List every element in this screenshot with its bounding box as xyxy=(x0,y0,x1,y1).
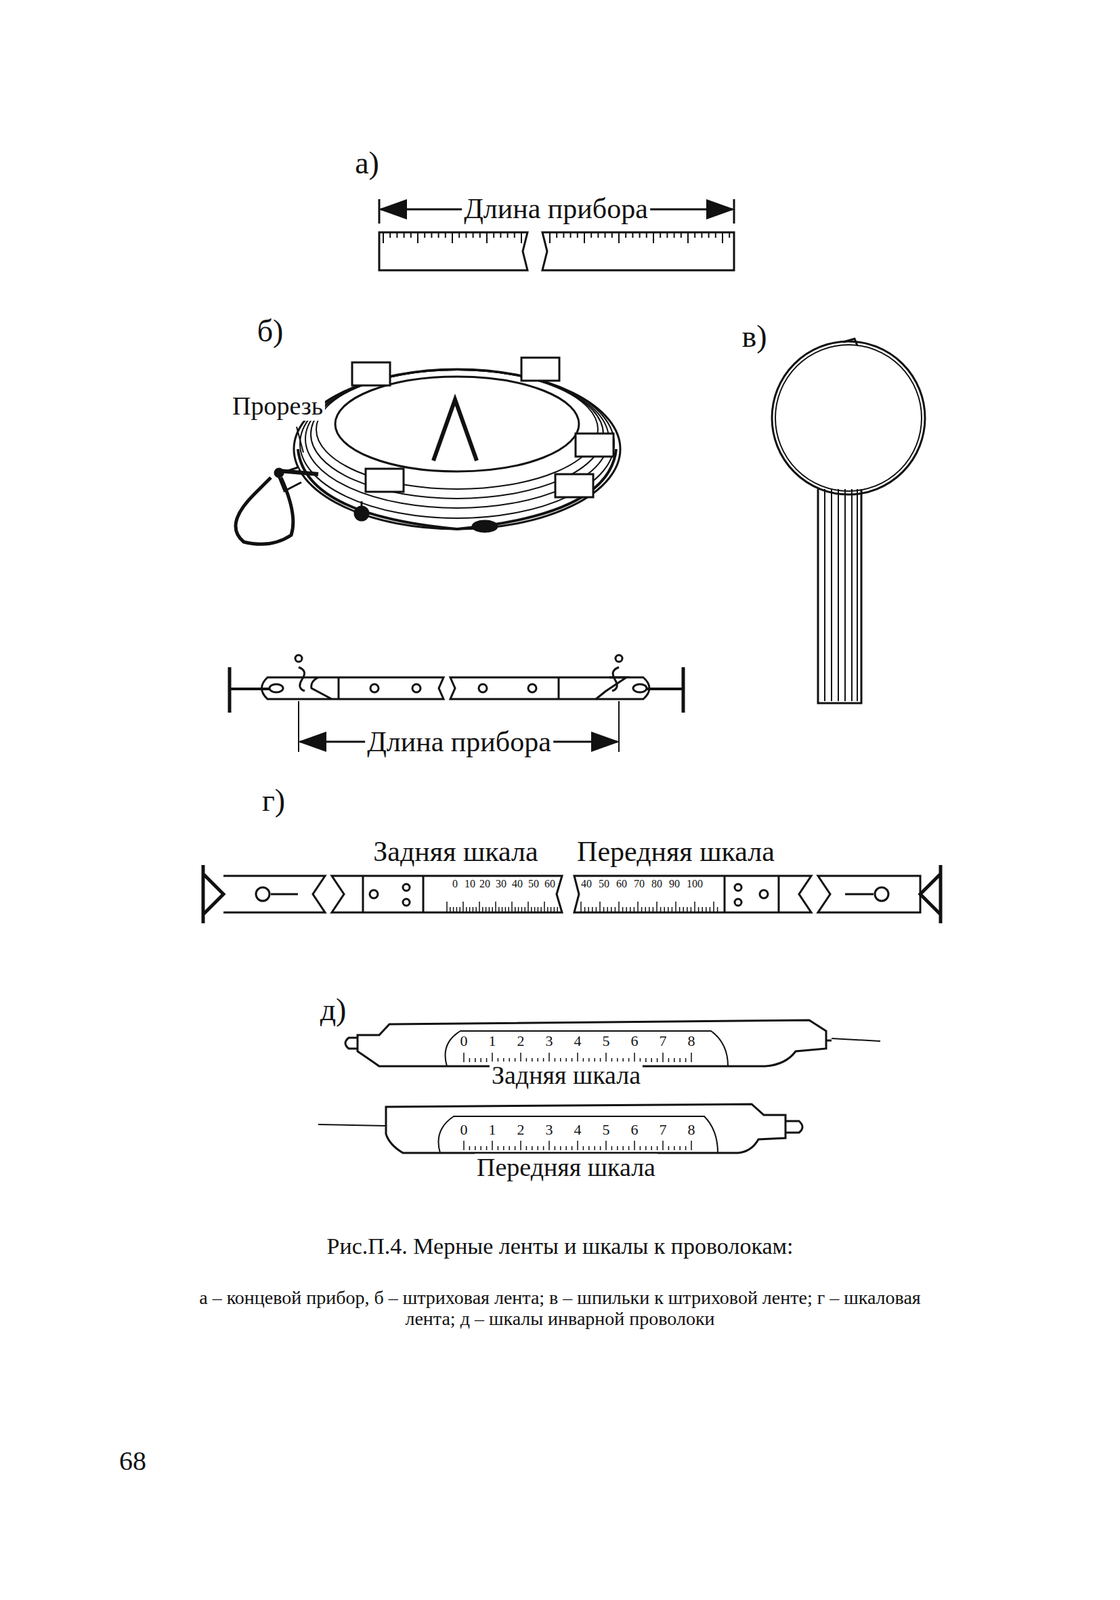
scale-number: 6 xyxy=(629,1121,641,1138)
figure-label: Задняя шкала xyxy=(371,835,540,867)
figure-label: Длина прибора xyxy=(461,192,651,225)
scale-number: 5 xyxy=(600,1121,613,1138)
scale-number: 7 xyxy=(657,1032,670,1049)
scale-number: 100 xyxy=(684,877,705,890)
scale-number: 40 xyxy=(578,877,594,890)
scale-number: 8 xyxy=(685,1032,698,1049)
figure-label: Передняя шкала xyxy=(574,835,777,867)
scale-number: 20 xyxy=(477,877,493,890)
scale-number: 7 xyxy=(657,1121,670,1138)
scale-number: 3 xyxy=(543,1032,556,1049)
scale-number: 60 xyxy=(542,877,558,890)
scale-number: 30 xyxy=(493,877,509,890)
scale-number: 8 xyxy=(685,1121,698,1138)
tape-pins xyxy=(771,338,925,703)
figure-label: Задняя шкала xyxy=(489,1061,643,1090)
scale-number: 0 xyxy=(458,1032,470,1049)
caption-note: а – концевой прибор, б – штриховая лента… xyxy=(192,1287,928,1330)
scale-number: 50 xyxy=(596,877,612,890)
scale-number: 4 xyxy=(572,1032,584,1049)
figure-label: д) xyxy=(318,992,349,1028)
tape-reel xyxy=(235,357,621,544)
scale-number: 60 xyxy=(614,877,630,890)
figure-label: Длина прибора xyxy=(364,725,554,758)
scale-number: 70 xyxy=(631,877,647,890)
scale-number: 2 xyxy=(515,1032,527,1049)
scale-number: 1 xyxy=(486,1032,499,1049)
figure-caption: Рис.П.4. Мерные ленты и шкалы к проволок… xyxy=(325,1233,796,1259)
figure-label: Передняя шкала xyxy=(474,1153,658,1182)
scale-number: 50 xyxy=(526,877,542,890)
invar-scales xyxy=(318,1019,881,1153)
figure-label: б) xyxy=(255,314,286,349)
scale-number: 5 xyxy=(600,1032,613,1049)
scale-number: 6 xyxy=(629,1032,641,1049)
scale-number: 90 xyxy=(666,877,682,890)
scale-number: 10 xyxy=(462,877,478,890)
scale-number: 2 xyxy=(515,1121,527,1138)
figure-label: в) xyxy=(739,319,769,355)
scale-number: 0 xyxy=(450,877,460,890)
scale-number: 40 xyxy=(509,877,525,890)
scale-number: 1 xyxy=(486,1121,499,1138)
scale-number: 0 xyxy=(458,1121,470,1138)
page-number: 68 xyxy=(117,1445,149,1476)
scale-number: 3 xyxy=(543,1121,556,1138)
figure-label: г) xyxy=(260,783,288,818)
scale-number: 80 xyxy=(649,877,665,890)
scale-tape xyxy=(203,864,941,923)
figure-label: а) xyxy=(352,146,382,181)
figure-label: Прорезь xyxy=(230,392,326,421)
scale-number: 4 xyxy=(572,1121,584,1138)
